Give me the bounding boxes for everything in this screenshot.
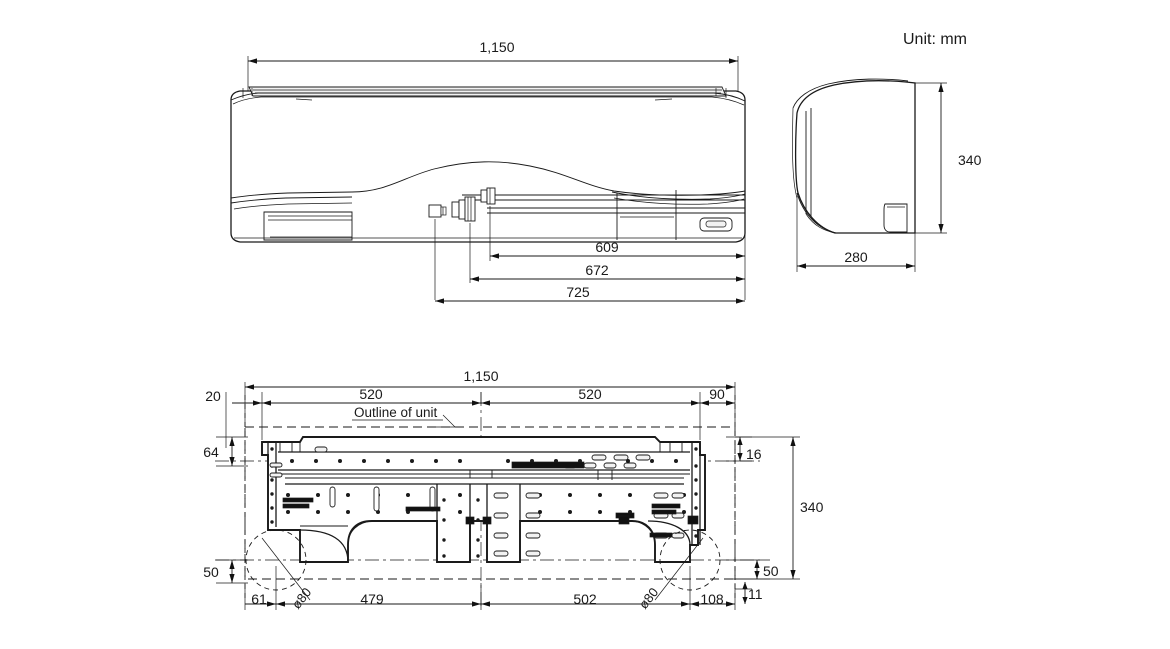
- plate-top-dim-20: 20: [205, 388, 221, 404]
- plate-top-dim-520-right: 520: [578, 386, 602, 402]
- plate-embossed-marks: [282, 461, 699, 538]
- outline-of-unit-leader: [352, 414, 456, 428]
- front-view-group: [230, 56, 746, 304]
- plate-right-dim-11: 11: [748, 586, 763, 602]
- refrigerant-pipe-fittings: [428, 187, 745, 222]
- side-height-dim-label: 340: [958, 152, 982, 168]
- plate-left-dim-64: 64: [203, 444, 219, 460]
- plate-bottom-dim-502: 502: [573, 591, 597, 607]
- front-pipe-dimensions: [435, 253, 745, 304]
- plate-overall-width-label: 1,150: [463, 368, 498, 384]
- plate-bottom-dim-61: 61: [251, 591, 267, 607]
- plate-right-dimensions: [726, 436, 800, 604]
- pipe-hole-label-right: ø80: [636, 585, 662, 612]
- side-height-dimension: [915, 82, 947, 234]
- plate-bottom-dim-108: 108: [700, 591, 724, 607]
- plate-view-group: [215, 382, 800, 610]
- plate-slot-array: [269, 446, 685, 557]
- front-pipe-extension-lines: [434, 206, 746, 300]
- front-pipe-dim-725: 725: [566, 284, 590, 300]
- side-depth-dimension: [796, 196, 916, 272]
- plate-right-dim-340: 340: [800, 499, 824, 515]
- outline-of-unit-label: Outline of unit: [354, 405, 438, 420]
- side-view-group: [792, 78, 947, 272]
- front-pipe-dim-672: 672: [585, 262, 609, 278]
- front-pipe-dim-609: 609: [595, 239, 619, 255]
- pipe-hole-label-left: ø80: [289, 585, 315, 612]
- plate-right-dim-16: 16: [746, 446, 762, 462]
- plate-bottom-dim-479: 479: [360, 591, 384, 607]
- front-width-dim-label: 1,150: [479, 39, 514, 55]
- plate-right-dim-50: 50: [763, 563, 779, 579]
- plate-top-dim-90: 90: [709, 386, 725, 402]
- plate-top-dim-520-left: 520: [359, 386, 383, 402]
- plate-bottom-dimensions: [244, 566, 736, 610]
- plate-top-dimensions: [225, 382, 736, 448]
- front-width-dimension: [247, 56, 739, 92]
- plate-left-dimensions: [216, 436, 248, 584]
- side-depth-dim-label: 280: [844, 249, 868, 265]
- unit-note-label: Unit: mm: [903, 31, 967, 48]
- plate-left-dim-50: 50: [203, 564, 219, 580]
- indoor-unit-body: [230, 86, 746, 243]
